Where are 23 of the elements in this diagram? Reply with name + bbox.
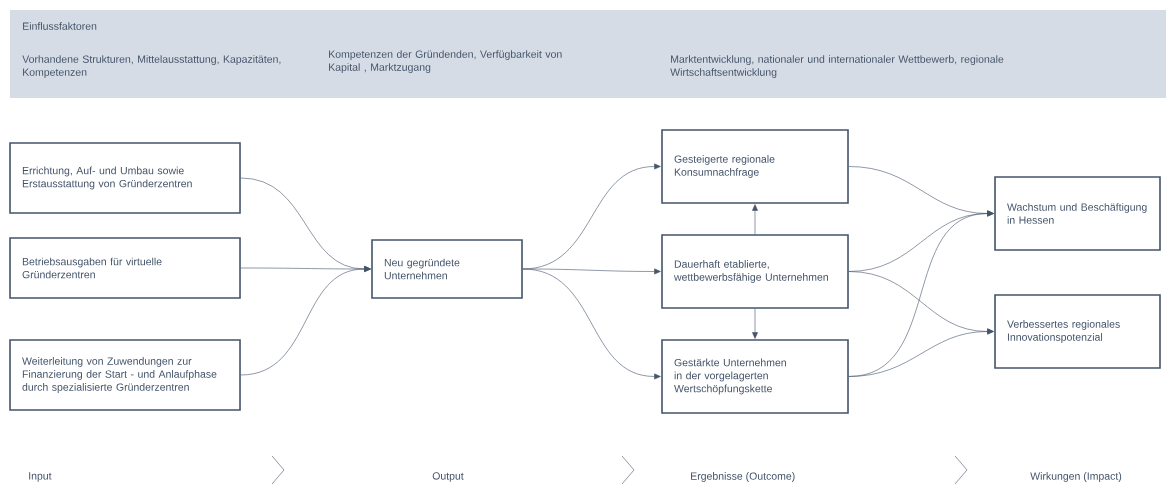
process-box: Betriebsausgaben für virtuelle Gründerzentren bbox=[9, 237, 241, 299]
factor-text: Kompetenzen der Gründenden, Verfügbarkeit von Kapital , Marktzugang bbox=[329, 50, 562, 73]
process-box: Gestärkte Unternehmen in der vorgelagerten Wertschöpfungskette bbox=[661, 339, 849, 414]
process-box: Errichtung, Auf- und Umbau sowie Erstausstattung von Gründerzentren bbox=[9, 142, 241, 214]
band-heading: Einflussfaktoren bbox=[23, 22, 97, 30]
process-box: Neu gegründete Unternehmen bbox=[371, 239, 523, 299]
process-box: Wachstum und Beschäftigung in Hessen bbox=[994, 176, 1161, 251]
arrow bbox=[752, 308, 758, 339]
process-box: Weiterleitung von Zuwendungen zur Finanzierung der Start - und Anlaufphase durch spezialisierte Gründerzentren bbox=[9, 339, 241, 411]
process-box: Verbessertes regionales Innovationspotenzial bbox=[994, 294, 1161, 369]
factor-band bbox=[10, 10, 1166, 98]
process-box: Dauerhaft etablierte, wettbewerbsfähige Unternehmen bbox=[661, 234, 849, 309]
factor-text: Marktentwicklung, nationaler und internationaler Wettbewerb, regionale Wirtschaftsentwicklung bbox=[670, 55, 1004, 78]
arrow bbox=[848, 328, 994, 377]
stage-label: Ergebnisse (Outcome) bbox=[691, 472, 795, 482]
arrow bbox=[240, 266, 371, 376]
process-box: Gesteigerte regionale Konsumnachfrage bbox=[661, 129, 849, 204]
stage-label: Input bbox=[29, 472, 52, 482]
stage-label: Wirkungen (Impact) bbox=[1030, 472, 1122, 482]
factor-text: Vorhandene Strukturen, Mittelausstattung, Kapazitäten, Kompetenzen bbox=[22, 55, 281, 78]
stage-label: Output bbox=[432, 472, 464, 482]
arrow bbox=[522, 268, 661, 380]
arrow bbox=[752, 204, 758, 235]
